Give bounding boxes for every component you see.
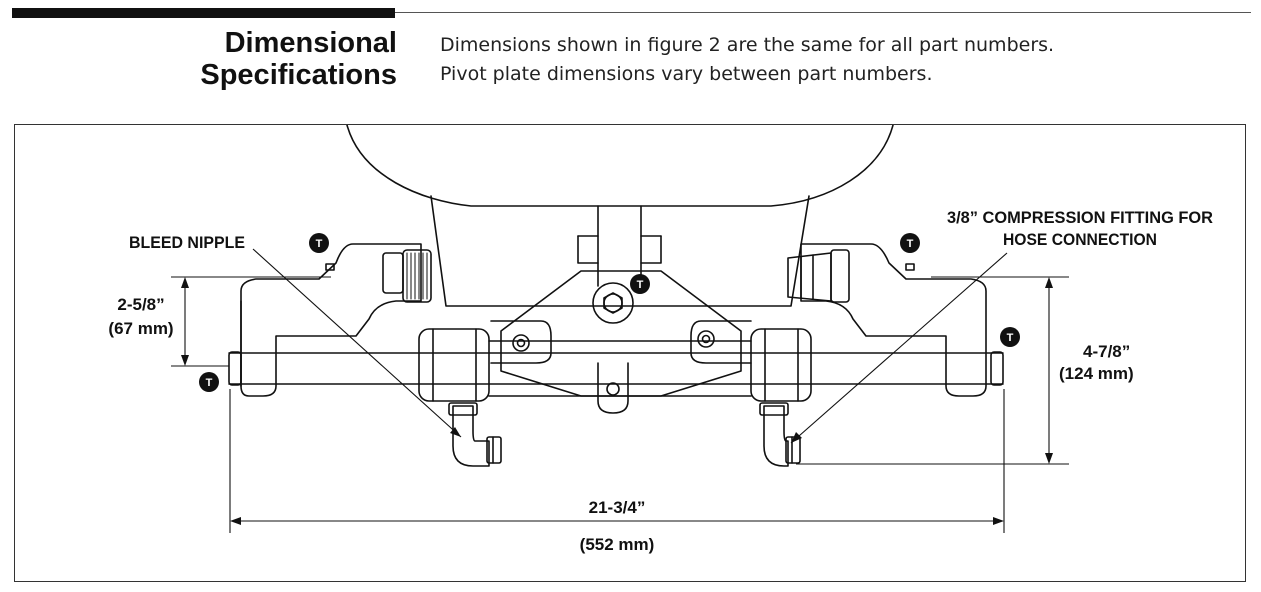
dimension-arrowheads xyxy=(181,277,1053,525)
arrow-width-left xyxy=(230,517,241,525)
left-height-inches: 2-5/8” xyxy=(117,295,164,314)
section-title-line1: Dimensional xyxy=(224,27,397,59)
torque-badge: T xyxy=(199,372,219,392)
torque-badge-hose-side xyxy=(900,233,920,253)
section-title-line2: Specifications xyxy=(200,59,397,91)
bleed-nipple-label: BLEED NIPPLE xyxy=(129,233,245,252)
arrow-right-top xyxy=(1045,277,1053,288)
right-height-mm: (124 mm) xyxy=(1059,364,1134,383)
header-rule-thick xyxy=(12,8,395,18)
left-height-mm: (67 mm) xyxy=(108,319,173,338)
width-inches: 21-3/4” xyxy=(589,498,646,517)
arrow-width-right xyxy=(993,517,1004,525)
bleed-nipple-arrowhead xyxy=(450,427,461,437)
right-height-inches: 4-7/8” xyxy=(1083,342,1130,361)
dimension-lines xyxy=(171,276,1069,533)
section-title: Dimensional Specifications xyxy=(200,27,397,91)
torque-badge-bleed-side xyxy=(309,233,329,253)
torque-badge: T xyxy=(900,233,920,253)
fitting-leader xyxy=(790,252,1008,444)
torque-badge-rod-left xyxy=(199,372,219,392)
leader-arrowheads xyxy=(450,427,802,443)
intro-text: Dimensions shown in figure 2 are the sam… xyxy=(440,31,1054,89)
torque-badge: T xyxy=(1000,327,1020,347)
intro-line1: Dimensions shown in figure 2 are the sam… xyxy=(440,34,1055,56)
arrow-right-bottom xyxy=(1045,453,1053,464)
torque-badge-label: T xyxy=(316,238,323,250)
header-rule-thin xyxy=(395,12,1251,13)
dimension-figure: T T T T T BLEED NIPPLE 3/8” COMPRESSION … xyxy=(14,124,1246,582)
cylinder-drawing: T T T T T BLEED NIPPLE 3/8” COMPRESSION … xyxy=(108,125,1213,554)
torque-badge: T xyxy=(309,233,329,253)
leader-lines xyxy=(252,248,1008,444)
intro-line2: Pivot plate dimensions vary between part… xyxy=(440,63,933,85)
torque-badge-pivot xyxy=(630,274,650,294)
fitting-label-line1: 3/8” COMPRESSION FITTING FOR xyxy=(947,208,1213,227)
arrow-left-top xyxy=(181,277,189,288)
torque-badge-label: T xyxy=(1007,332,1014,344)
torque-badge-label: T xyxy=(637,279,644,291)
fitting-arrowhead xyxy=(791,432,802,443)
torque-badge: T xyxy=(630,274,650,294)
mechanical-drawing xyxy=(228,125,1004,467)
torque-badge-label: T xyxy=(907,238,914,250)
torque-badge-label: T xyxy=(206,377,213,389)
arrow-left-bottom xyxy=(181,355,189,366)
width-mm: (552 mm) xyxy=(580,535,655,554)
torque-badge-rod-right xyxy=(1000,327,1020,347)
bleed-nipple-leader xyxy=(252,248,462,438)
fitting-label-line2: HOSE CONNECTION xyxy=(1003,230,1157,249)
